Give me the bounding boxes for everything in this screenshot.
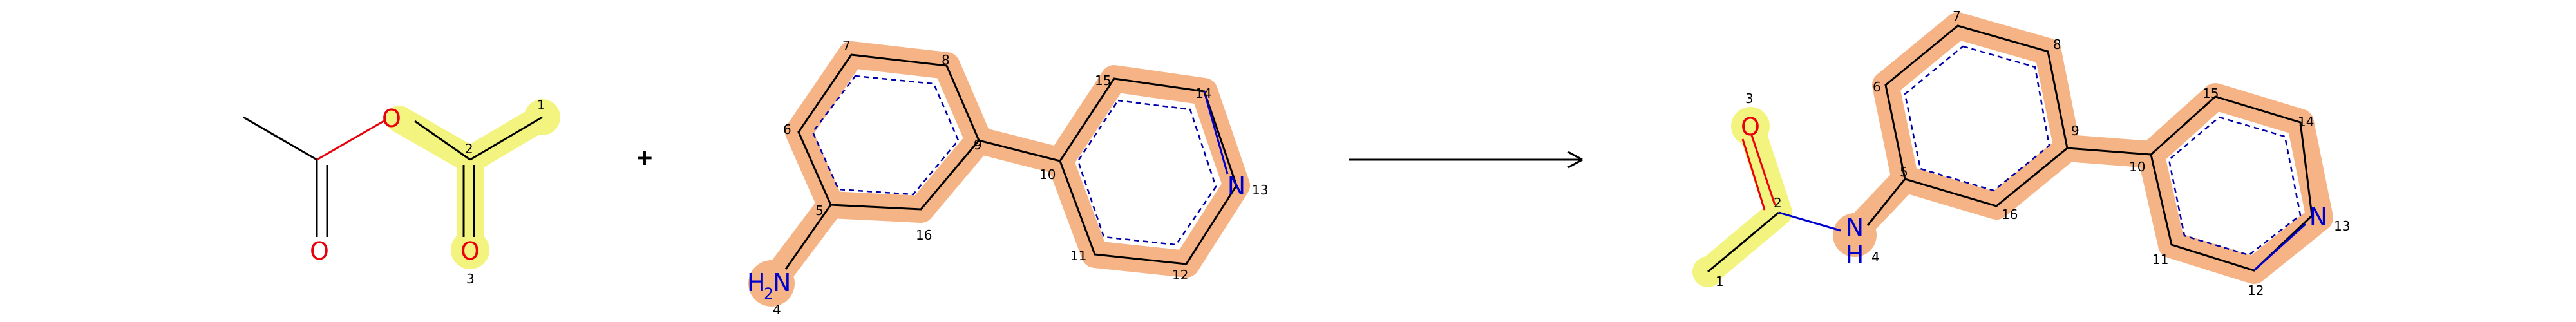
- reactant-1-acetic-anhydride: O O O 1 2 3: [243, 97, 560, 287]
- product-map-1: 1: [1716, 274, 1724, 289]
- reactant-2-map-10: 10: [1039, 167, 1056, 182]
- reactant-2-map-12: 12: [1172, 267, 1188, 283]
- reactant-1-bonds: [243, 116, 543, 237]
- product-map-5: 5: [1900, 164, 1908, 180]
- product-map-4: 4: [1871, 249, 1880, 265]
- product-acetamide: O N H N 1 2 3 4 5 6 7 8 9 10 11 12 13 14…: [1692, 8, 2350, 298]
- reactant-1-map-2: 2: [465, 141, 473, 156]
- product-map-13: 13: [2334, 218, 2350, 234]
- reactant-2-map-4: 4: [773, 302, 781, 317]
- reactant-2-map-14: 14: [1195, 86, 1211, 101]
- reactant-2-map-6: 6: [783, 122, 791, 137]
- product-bonds: [1707, 24, 2313, 273]
- reactant-1-ester-oxygen: O: [382, 104, 401, 133]
- product-map-14: 14: [2298, 114, 2314, 129]
- reactant-1-highlight: [386, 99, 560, 269]
- product-map-15: 15: [2202, 86, 2219, 101]
- plus-operator: +: [636, 145, 654, 171]
- reactant-2-amine-n: N: [773, 269, 791, 297]
- reactant-2-map-8: 8: [942, 52, 950, 68]
- reactant-2-map-9: 9: [974, 137, 982, 153]
- product-map-11: 11: [2152, 252, 2168, 267]
- reactant-1-left-carbonyl-oxygen: O: [310, 237, 329, 265]
- reaction-arrow: [1349, 151, 1583, 169]
- reactant-1-map-1: 1: [537, 97, 545, 113]
- product-map-8: 8: [2053, 37, 2061, 52]
- reactant-2-highlight: [748, 41, 1250, 307]
- product-map-3: 3: [1745, 91, 1754, 106]
- product-pyridine-nitrogen: N: [2309, 203, 2327, 231]
- product-amide-nitrogen: N: [1846, 213, 1864, 242]
- product-map-12: 12: [2248, 283, 2264, 298]
- product-map-16: 16: [2002, 207, 2018, 222]
- reactant-2-map-5: 5: [815, 203, 824, 218]
- product-highlight-yellow: [1692, 107, 1792, 287]
- reactant-2-map-13: 13: [1252, 182, 1268, 198]
- product-map-7: 7: [1953, 8, 1961, 24]
- product-map-2: 2: [1774, 195, 1782, 211]
- reactant-2-map-7: 7: [842, 38, 851, 53]
- product-map-9: 9: [2071, 123, 2079, 138]
- product-carbonyl-oxygen: O: [1741, 113, 1760, 141]
- reactant-2-map-15: 15: [1095, 73, 1111, 88]
- reactant-2-amine-subscript: 2: [764, 285, 773, 303]
- product-map-6: 6: [1873, 79, 1881, 95]
- reactant-1-map-3: 3: [466, 271, 475, 287]
- product-map-10: 10: [2129, 159, 2145, 175]
- reactant-2-map-16: 16: [916, 227, 932, 243]
- reactant-2-aminophenylpyridine: H 2 N N 4 5 6 7 8 9 10 11 12 13 14 15 16: [747, 38, 1268, 317]
- product-amide-hydrogen: H: [1846, 240, 1864, 269]
- reactant-1-right-carbonyl-oxygen: O: [460, 237, 480, 265]
- reactant-2-pyridine-nitrogen: N: [1227, 172, 1245, 200]
- reactant-2-amine-h: H: [747, 269, 766, 297]
- reactant-2-bonds: [784, 53, 1238, 270]
- reactant-2-map-11: 11: [1070, 248, 1086, 263]
